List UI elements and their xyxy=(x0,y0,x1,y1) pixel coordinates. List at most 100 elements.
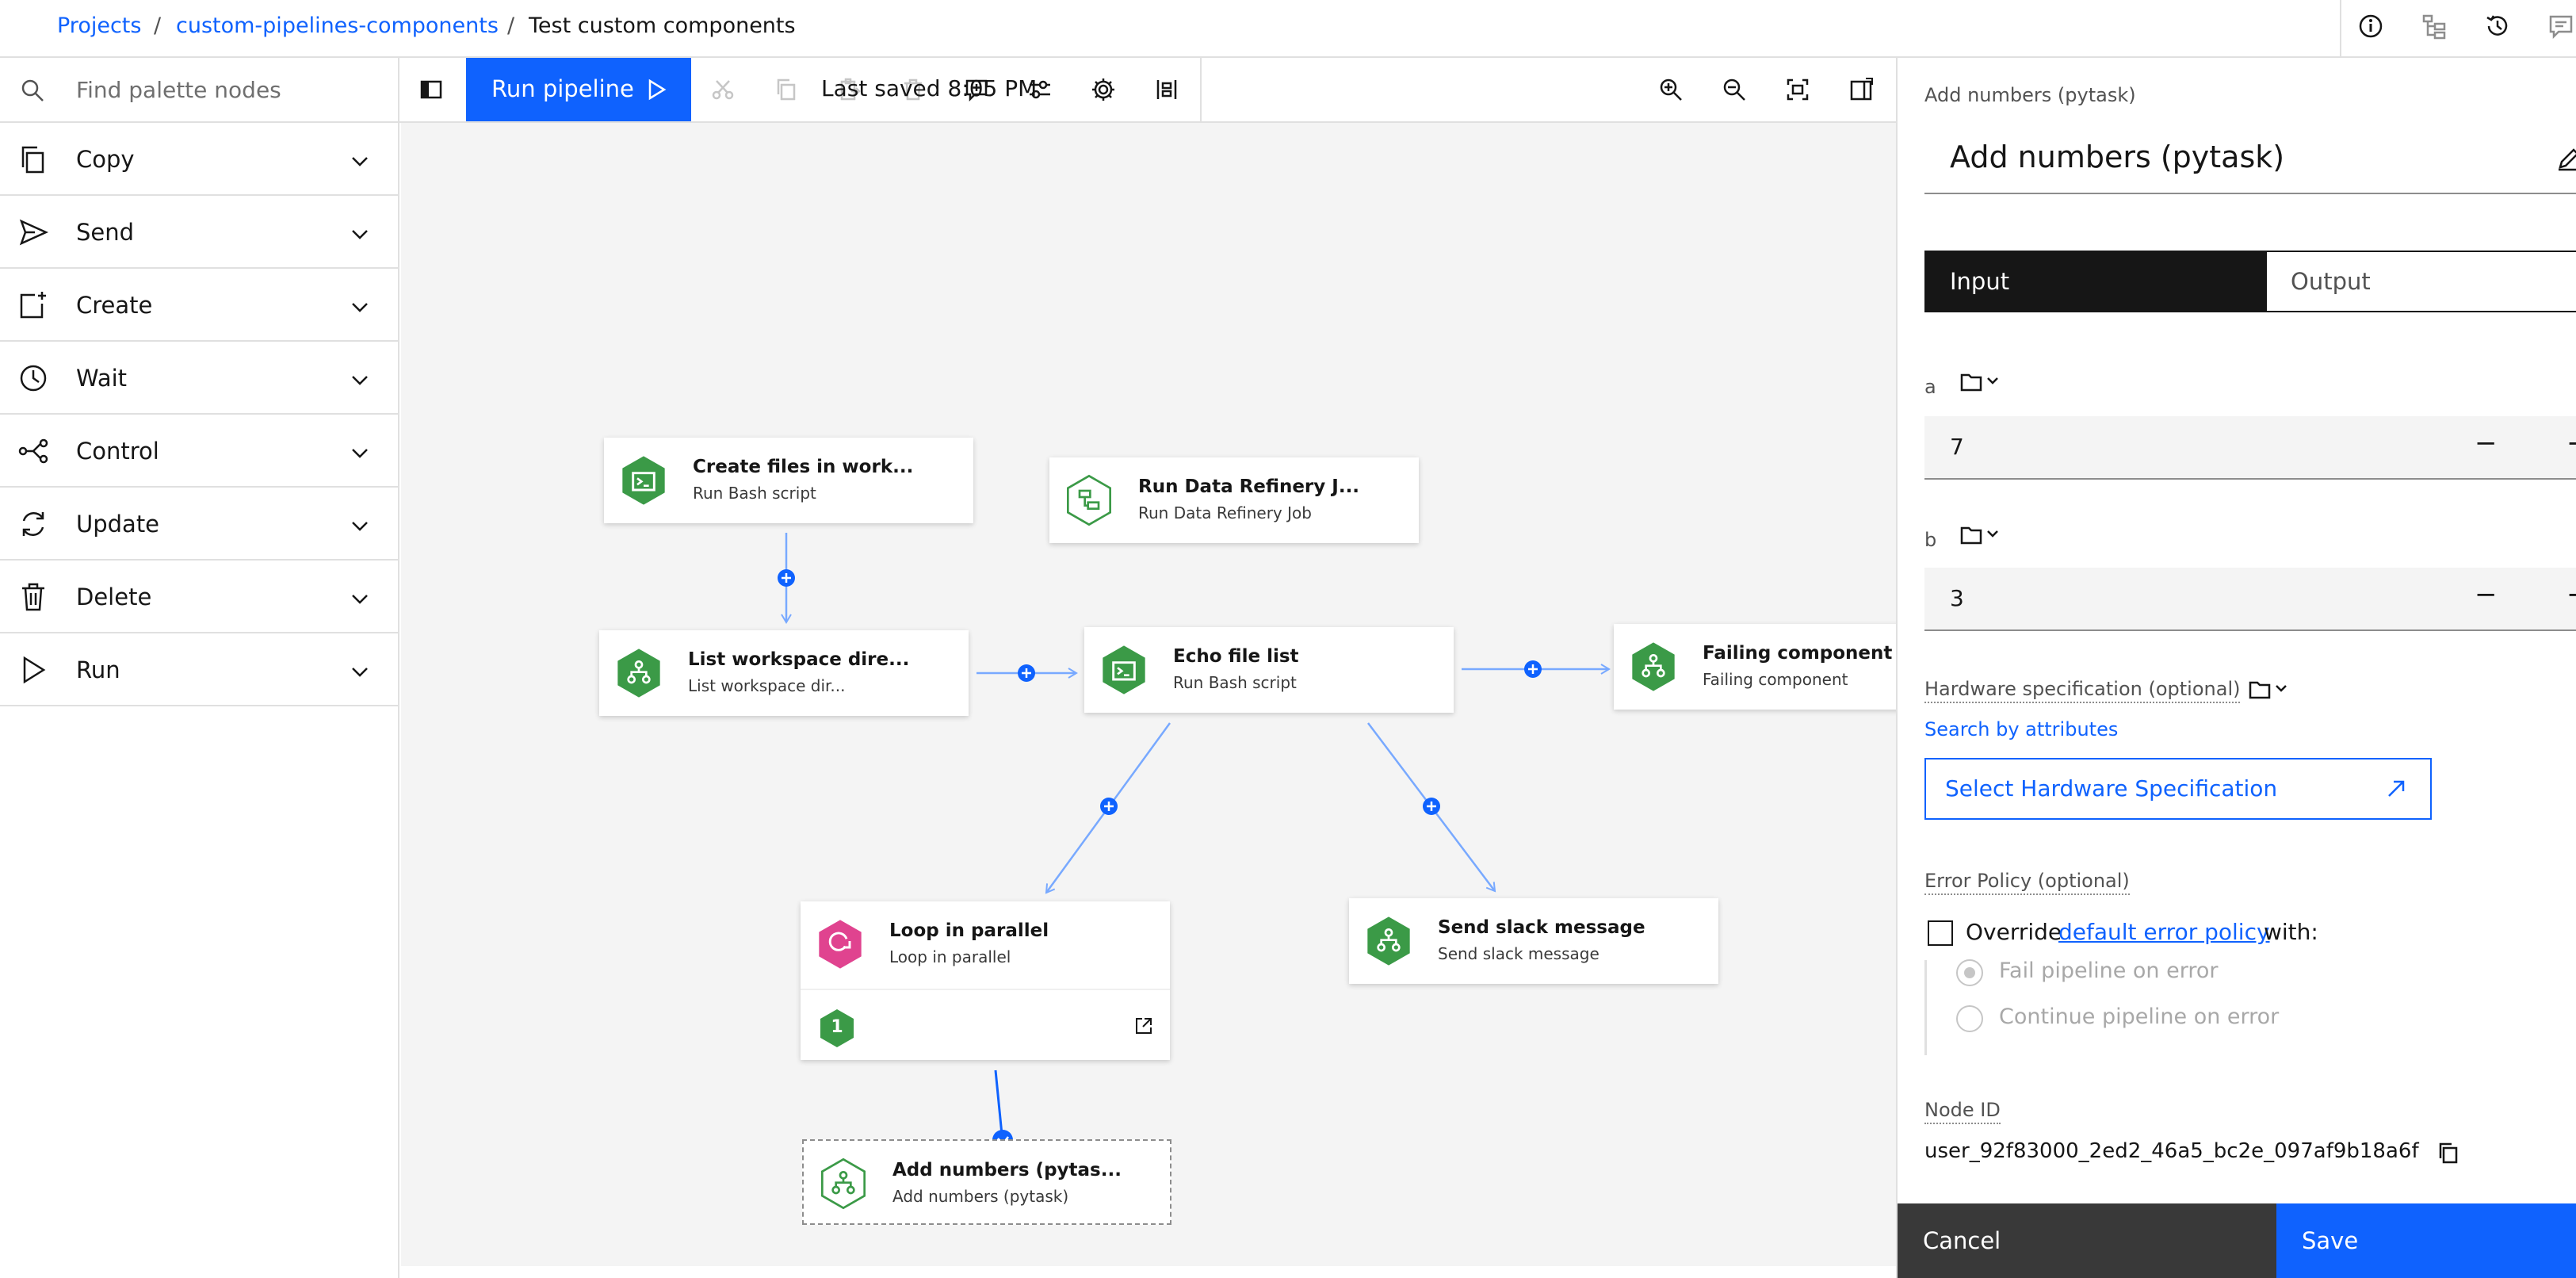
header-divider xyxy=(2340,0,2341,58)
palette-category-update[interactable]: Update xyxy=(0,488,399,561)
palette-category-control[interactable]: Control xyxy=(0,415,399,488)
copy-button[interactable] xyxy=(755,58,818,121)
copy-icon xyxy=(17,143,49,175)
flow-icon xyxy=(17,435,49,467)
search-by-attributes-link[interactable]: Search by attributes xyxy=(1924,718,2119,740)
radio-fail-label: Fail pipeline on error xyxy=(1999,958,2219,983)
fit-to-screen-button[interactable] xyxy=(1766,58,1829,121)
override-checkbox[interactable] xyxy=(1928,920,1953,946)
node-icon xyxy=(618,453,669,511)
field-b-value: 3 xyxy=(1950,585,1964,611)
zoom-out-button[interactable] xyxy=(1703,58,1766,121)
node-name-field[interactable] xyxy=(1924,131,2576,194)
decrement-button[interactable]: − xyxy=(2475,579,2498,610)
arrange-button[interactable] xyxy=(1135,58,1198,121)
breadcrumb-current: Test custom components xyxy=(529,13,796,38)
chevron-down-icon xyxy=(349,296,371,318)
info-icon[interactable] xyxy=(2357,13,2384,40)
copy-icon[interactable] xyxy=(2436,1141,2460,1165)
node-icon xyxy=(1099,643,1149,700)
search-icon xyxy=(21,78,44,102)
palette-category-run[interactable]: Run xyxy=(0,633,399,706)
palette-category-label: Wait xyxy=(76,365,128,392)
increment-button[interactable]: + xyxy=(2566,579,2576,610)
open-panel-button[interactable] xyxy=(1829,58,1893,121)
add-comment-button[interactable] xyxy=(945,58,1008,121)
decrement-button[interactable]: − xyxy=(2475,427,2498,459)
node-subtitle: Run Data Refinery Job xyxy=(1138,503,1312,522)
pipeline-node-add-numbers[interactable]: Add numbers (pytas...Add numbers (pytask… xyxy=(802,1139,1171,1225)
select-hardware-button[interactable]: Select Hardware Specification xyxy=(1924,758,2432,820)
palette-category-wait[interactable]: Wait xyxy=(0,342,399,415)
node-title: Failing component xyxy=(1703,643,1893,664)
cancel-label: Cancel xyxy=(1923,1227,2001,1254)
hierarchy-icon[interactable] xyxy=(2421,13,2448,40)
palette-category-send[interactable]: Send xyxy=(0,196,399,269)
node-icon xyxy=(1628,640,1679,697)
palette-category-label: Control xyxy=(76,438,159,465)
palette-category-label: Create xyxy=(76,292,153,319)
breadcrumb-projects[interactable]: Projects xyxy=(57,13,142,38)
node-subtitle: Send slack message xyxy=(1438,944,1599,963)
increment-button[interactable]: + xyxy=(2566,427,2576,459)
radio-continue[interactable] xyxy=(1956,1005,1983,1032)
folder-icon[interactable] xyxy=(1959,369,2007,396)
gear-icon[interactable] xyxy=(1072,58,1135,121)
save-button[interactable]: Save xyxy=(2276,1203,2576,1278)
launch-icon xyxy=(2388,780,2405,797)
cut-button[interactable] xyxy=(691,58,755,121)
node-links xyxy=(778,533,1611,1150)
tab-input[interactable]: Input xyxy=(1926,252,2267,311)
run-pipeline-button[interactable]: Run pipeline xyxy=(466,58,691,121)
delete-button[interactable] xyxy=(881,58,945,121)
field-b-input[interactable]: 3 − + xyxy=(1924,568,2576,631)
trash-icon xyxy=(17,581,49,613)
pipeline-node-list-workspace[interactable]: List workspace dire...List workspace dir… xyxy=(599,630,969,716)
palette-category-create[interactable]: Create xyxy=(0,269,399,342)
history-icon[interactable] xyxy=(2484,13,2511,40)
refresh-icon xyxy=(17,508,49,540)
breadcrumb-separator: / xyxy=(154,13,162,38)
breadcrumb-project[interactable]: custom-pipelines-components xyxy=(176,13,499,38)
paste-button[interactable] xyxy=(818,58,881,121)
node-subtitle: Add numbers (pytask) xyxy=(892,1187,1069,1206)
palette-category-delete[interactable]: Delete xyxy=(0,561,399,633)
cancel-button[interactable]: Cancel xyxy=(1898,1203,2276,1278)
open-subflow-icon[interactable] xyxy=(1133,1016,1154,1036)
palette-category-copy[interactable]: Copy xyxy=(0,123,399,196)
radio-fail[interactable] xyxy=(1956,959,1983,986)
node-title: Echo file list xyxy=(1173,646,1299,667)
field-a-input[interactable]: 7 − + xyxy=(1924,416,2576,480)
canvas-bottom-strip xyxy=(401,1266,1896,1278)
default-error-policy-link[interactable]: default error policy xyxy=(2058,919,2270,945)
chevron-down-icon xyxy=(349,442,371,464)
pipeline-node-create-files[interactable]: Create files in work...Run Bash script xyxy=(604,438,973,523)
folder-icon[interactable] xyxy=(1959,522,2007,549)
toggle-palette-button[interactable] xyxy=(399,58,463,121)
override-label: Override xyxy=(1966,919,2062,945)
node-icon xyxy=(613,646,664,703)
node-id-value: user_92f83000_2ed2_46a5_bc2e_097af9b18a6… xyxy=(1924,1139,2419,1163)
zoom-in-button[interactable] xyxy=(1639,58,1703,121)
node-subtitle: Loop in parallel xyxy=(889,947,1011,966)
comments-icon[interactable] xyxy=(2547,13,2576,40)
folder-icon[interactable] xyxy=(2248,676,2295,703)
edit-icon[interactable] xyxy=(2555,145,2576,172)
panel-footer: Cancel Save xyxy=(1898,1203,2576,1278)
palette-category-label: Run xyxy=(76,656,120,683)
panel-small-title: Add numbers (pytask) xyxy=(1924,84,2136,106)
play-icon xyxy=(17,654,49,686)
canvas-toolbar: Run pipeline Last saved 8:05 PM xyxy=(399,58,1896,123)
palette-search-input[interactable]: Find palette nodes xyxy=(0,58,399,123)
settings-adjust-button[interactable] xyxy=(1008,58,1072,121)
send-icon xyxy=(17,216,49,248)
tab-output[interactable]: Output xyxy=(2267,252,2576,311)
field-b-label: b xyxy=(1924,529,1937,551)
pipeline-node-run-data-refinery[interactable]: Run Data Refinery J...Run Data Refinery … xyxy=(1049,457,1419,543)
